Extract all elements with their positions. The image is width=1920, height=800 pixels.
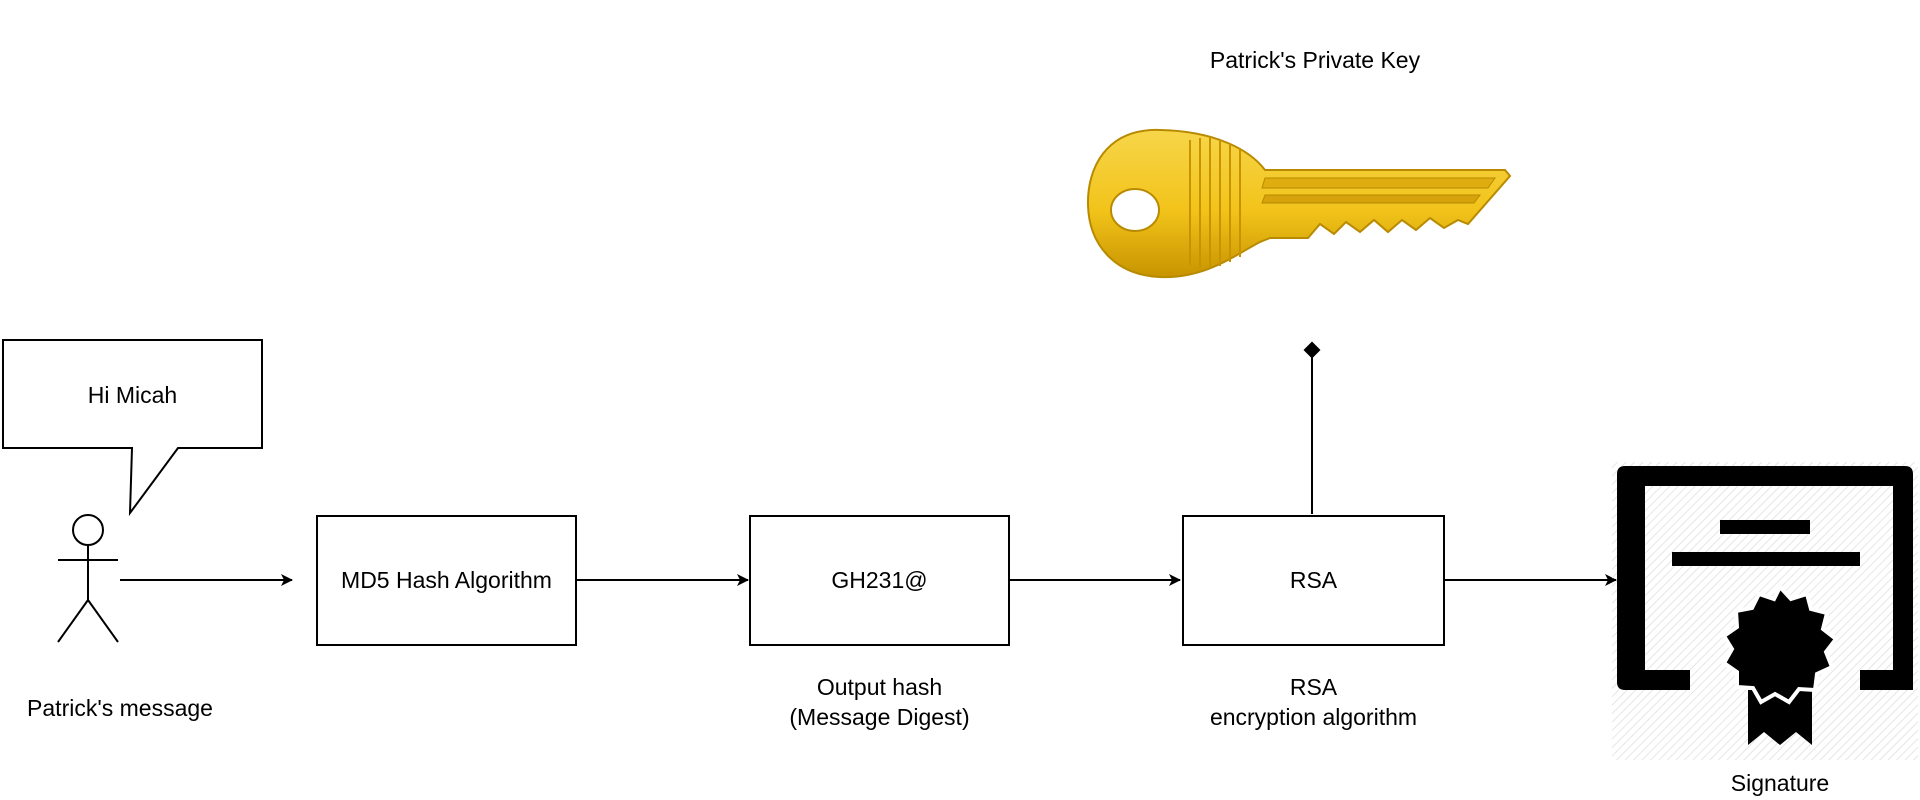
message-digest-box[interactable]: GH231@ [749, 515, 1010, 646]
rsa-caption-line1: RSA [1289, 674, 1338, 700]
rsa-box[interactable]: RSA [1182, 515, 1445, 646]
digest-caption-line2: (Message Digest) [789, 704, 970, 730]
private-key-caption: Patrick's Private Key [1209, 47, 1421, 73]
certificate-icon [1612, 462, 1918, 760]
actor-caption: Patrick's message [27, 695, 213, 721]
actor-icon [57, 514, 119, 643]
key-icon [1086, 128, 1512, 279]
rsa-caption-line2: encryption algorithm [1209, 704, 1418, 730]
connector-arrows [120, 350, 1617, 586]
speech-bubble-text: Hi Micah [87, 382, 178, 408]
md5-hash-algorithm-box[interactable]: MD5 Hash Algorithm [316, 515, 577, 646]
key-line-endpoint [1303, 341, 1321, 359]
message-digest-label: GH231@ [831, 567, 928, 593]
signature-caption: Signature [1730, 770, 1830, 796]
digest-caption-line1: Output hash [816, 674, 943, 700]
speech-bubble [2, 339, 263, 517]
rsa-label: RSA [1289, 567, 1338, 593]
md5-hash-algorithm-label: MD5 Hash Algorithm [341, 567, 552, 593]
